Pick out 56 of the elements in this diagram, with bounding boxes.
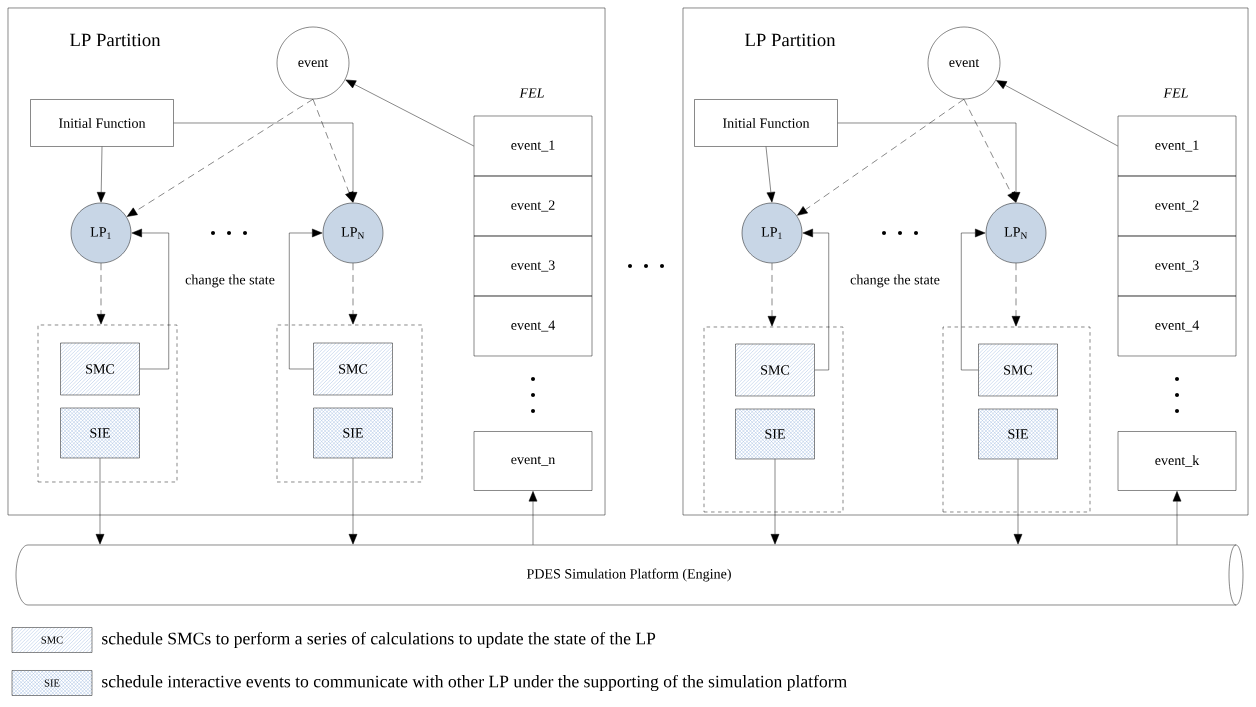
arrow [765,146,776,203]
sie-box: SIE [735,408,815,460]
arrow [802,228,829,371]
arrow [767,263,777,327]
fel-label: FEL [519,88,544,98]
node-label: PDES Simulation Platform (Engine) [526,568,731,582]
dashed-group-box [703,326,844,513]
arrow [96,146,106,203]
process-box: event_1 [1117,115,1237,177]
arrow [963,99,1016,203]
arrow [770,459,780,545]
arrow [348,458,358,545]
arrow [131,228,169,370]
arrow [96,263,106,325]
arrow [345,79,474,147]
legend-text: schedule SMCs to perform a series of calculations to update the state of the LP [102,631,656,649]
dashed-group-box [276,324,423,483]
arrow [312,99,354,203]
arrow [289,228,323,370]
annotation-text: change the state [850,274,940,288]
smc-box: SMC [978,343,1058,397]
process-box: event_1 [473,115,593,177]
arrow [1013,459,1023,545]
arrow [797,99,965,216]
process-box: event_2 [1117,175,1237,237]
process-box: event_4 [473,295,593,357]
fel-label: FEL [1163,88,1188,98]
legend-text: schedule interactive events to communicate with other LP under the supporting of the simulation platform [102,674,847,692]
arrow [996,80,1118,147]
arrow [1172,491,1182,545]
process-box: event_3 [473,235,593,297]
arrow [348,263,358,325]
arrow [126,99,314,217]
arrow [95,458,105,545]
process-box: event_4 [1117,295,1237,357]
dashed-group-box [942,326,1091,513]
process-box: event_n [473,431,593,491]
arrow [961,228,986,371]
process-box: Initial Function [694,99,838,147]
platform-cylinder: PDES Simulation Platform (Engine) [15,544,1244,606]
dashed-group-box [37,324,178,483]
sie-box: SIE [313,407,393,459]
smc-box: SMC [60,342,140,396]
arrow [528,491,538,545]
smc-box: SMC [313,342,393,396]
process-box: event_k [1117,431,1237,491]
arrow [837,122,1021,203]
process-box: event_3 [1117,235,1237,297]
smc-box: SMC [735,343,815,397]
arrow [1011,263,1021,327]
process-box: event_2 [473,175,593,237]
sie-box: SIE [60,407,140,459]
process-box: Initial Function [30,99,174,147]
arrow [173,122,358,203]
sie-box: SIE [978,408,1058,460]
annotation-text: change the state [185,274,275,288]
